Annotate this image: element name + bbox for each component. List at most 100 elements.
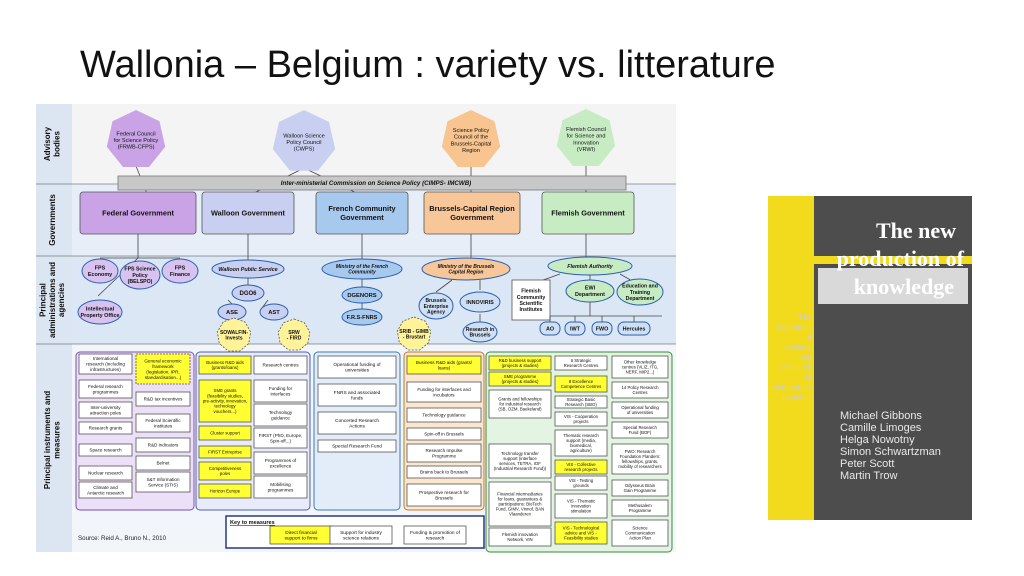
fwo bbox=[591, 321, 613, 336]
brussels-instrument bbox=[406, 465, 482, 479]
flemish-instrument bbox=[488, 527, 552, 547]
book-subtitle-line: contemporary bbox=[768, 382, 812, 392]
row-label-column bbox=[36, 104, 72, 552]
brussels-instrument-label: Spin-off in Brussels bbox=[424, 432, 464, 437]
innoviris-label: INNOVIRIS bbox=[466, 300, 494, 306]
gov-federal-label: Federal Government bbox=[102, 209, 174, 218]
slide-title: Wallonia – Belgium : variety vs. littera… bbox=[80, 44, 776, 87]
gov-flemish-label: Flemish Government bbox=[551, 209, 625, 218]
walloon-instrument-label: FIRST Entreprise bbox=[208, 450, 242, 455]
srib-gimb bbox=[396, 316, 432, 351]
dgo6 bbox=[231, 284, 265, 302]
walloon-instrument bbox=[253, 403, 308, 427]
flemish-instrument bbox=[554, 459, 608, 475]
book-title-line: The new bbox=[875, 218, 956, 243]
gov-flemish bbox=[541, 191, 635, 235]
ao-label: AO bbox=[546, 326, 554, 332]
ase-label: ASE bbox=[226, 310, 238, 316]
row-label-instruments: Principal instruments andmeasures bbox=[43, 391, 61, 489]
sowalfin-label: SOWALFIN-Invests bbox=[220, 330, 248, 342]
walloon-instrument bbox=[198, 461, 252, 481]
gov-walloon-label: Walloon Government bbox=[211, 209, 286, 218]
walloon-instrument bbox=[253, 427, 308, 449]
fwo-label: FWO bbox=[596, 326, 609, 332]
flemish-instrument bbox=[611, 355, 669, 379]
brussels-instrument bbox=[406, 355, 482, 375]
walloon-instrument bbox=[198, 483, 252, 499]
walloon-instrument-label: Research centres bbox=[262, 363, 299, 368]
book-subtitle-line: science bbox=[785, 342, 812, 352]
education-training-department bbox=[616, 278, 664, 306]
source-note: Source: Reid A., Bruno N., 2010 bbox=[78, 535, 167, 542]
walloon-instrument bbox=[253, 355, 308, 375]
commission-label: Inter-ministerial Commission on Science … bbox=[281, 180, 471, 187]
innoviris bbox=[459, 291, 501, 313]
walloon-instrument bbox=[253, 451, 308, 475]
walloon-instrument-label: Cluster support bbox=[210, 431, 241, 436]
walloon-instrument-label: SME grants(feasibility studies,pre-activ… bbox=[203, 388, 248, 414]
ewi-department bbox=[565, 279, 615, 303]
title-bold: Wallonia – Belgium bbox=[80, 44, 404, 86]
advisory-flemish-council bbox=[556, 109, 616, 166]
flemish-instrument bbox=[554, 493, 608, 519]
brussels-instrument bbox=[406, 427, 482, 441]
flemish-instrument bbox=[611, 519, 669, 547]
brussels-instrument-label: Technology guidance bbox=[422, 413, 466, 418]
french-instrument bbox=[317, 439, 397, 453]
walloon-instrument bbox=[198, 379, 252, 423]
federal-instrument bbox=[78, 379, 133, 399]
flemish-instrument bbox=[488, 389, 552, 419]
legend-item bbox=[403, 525, 467, 545]
flemish-instrument-label: SME programme(projects & studies) bbox=[502, 374, 539, 384]
cover-yellow-bar bbox=[768, 196, 814, 520]
federal-instrument bbox=[135, 391, 191, 407]
federal-instrument-label: Space research bbox=[89, 448, 122, 453]
book-author: Peter Scott bbox=[840, 458, 895, 470]
legend-item bbox=[329, 525, 393, 545]
book-author: Camille Limoges bbox=[840, 422, 922, 434]
federal-instrument bbox=[78, 421, 133, 435]
walloon-ps-label: Walloon Public Service bbox=[218, 267, 277, 273]
research-in-brussels bbox=[462, 321, 498, 343]
walloon-instrument-label: Horizon Europe bbox=[210, 489, 241, 494]
brussels-instrument bbox=[406, 443, 482, 463]
dgenors bbox=[341, 286, 383, 304]
flemish-instrument-label: R&D business support(projects & studies) bbox=[499, 358, 543, 368]
book-subtitle-line: dynamics bbox=[777, 322, 813, 332]
gov-brussels bbox=[423, 191, 521, 235]
federal-instrument bbox=[78, 481, 133, 499]
flemish-instrument bbox=[488, 371, 552, 387]
french-instrument bbox=[317, 411, 397, 435]
legend-title: Key to measures bbox=[230, 520, 275, 526]
advisory-federal-council bbox=[106, 110, 166, 167]
federal-instrument bbox=[135, 471, 191, 493]
book-author: Simon Schwartzman bbox=[840, 446, 941, 458]
walloon-instrument-label: Business R&D aids(grants/loans) bbox=[206, 360, 244, 370]
federal-instrument-label: R&D tax incentives bbox=[144, 397, 184, 402]
flemish-instrument bbox=[554, 521, 608, 545]
